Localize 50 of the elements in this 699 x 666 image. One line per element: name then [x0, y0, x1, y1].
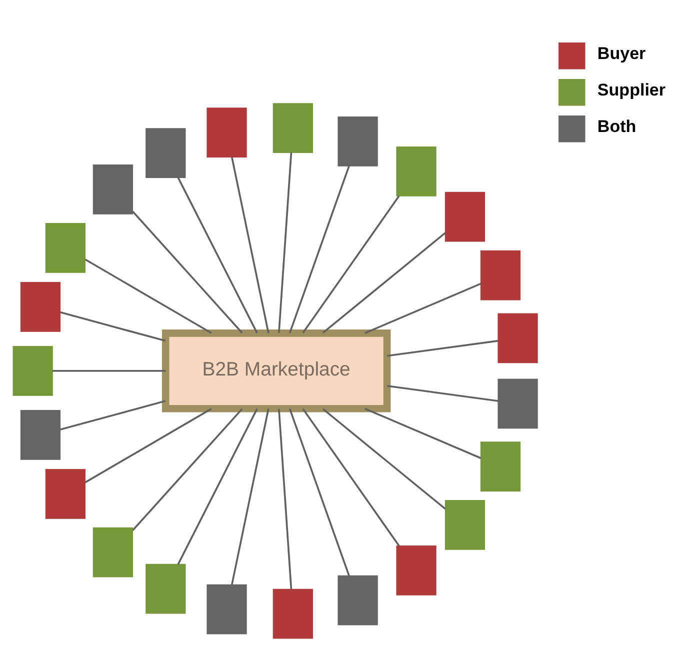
node-box: [20, 282, 61, 332]
legend-label: Supplier: [597, 80, 666, 100]
node-box: [444, 192, 486, 242]
node-box: [146, 128, 186, 178]
node-box: [92, 527, 134, 578]
connector: [302, 408, 400, 546]
legend-label: Both: [597, 117, 636, 136]
connector: [387, 340, 498, 357]
connector: [84, 258, 212, 334]
connector: [278, 408, 292, 590]
node-box: [206, 108, 247, 158]
node-box: [396, 545, 436, 596]
connector: [52, 370, 166, 372]
node-box: [480, 442, 521, 492]
legend-label: Buyer: [597, 44, 646, 64]
node-box: [338, 116, 378, 166]
connector: [230, 408, 270, 585]
connector: [288, 408, 350, 576]
node-box: [444, 500, 486, 550]
node-box: [272, 588, 313, 639]
connector: [364, 282, 482, 334]
node-box: B2B Marketplace: [162, 330, 391, 412]
connector: [132, 408, 243, 531]
node-box: [272, 103, 313, 153]
connector: [177, 408, 258, 565]
node-box: [480, 250, 521, 300]
connector: [278, 152, 292, 333]
connector: [60, 400, 166, 430]
node-box: [146, 564, 186, 614]
node-box: [498, 378, 538, 429]
node-box: [338, 575, 378, 626]
node-box: [92, 164, 134, 214]
connector: [177, 176, 258, 334]
node-box: [45, 222, 86, 273]
node-box: [45, 469, 86, 519]
connector: [132, 210, 243, 334]
node-box: [396, 146, 436, 196]
connector: [322, 232, 446, 334]
connector: [230, 156, 270, 334]
connector: [84, 408, 212, 484]
node-box: [12, 346, 53, 396]
node-box: [20, 410, 61, 460]
connector: [302, 196, 400, 334]
node-box: [498, 313, 538, 364]
connector: [288, 166, 350, 334]
connector: [322, 408, 446, 510]
node-box: [206, 584, 247, 634]
connector: [364, 408, 482, 459]
connector: [387, 385, 498, 402]
connector: [60, 311, 166, 342]
